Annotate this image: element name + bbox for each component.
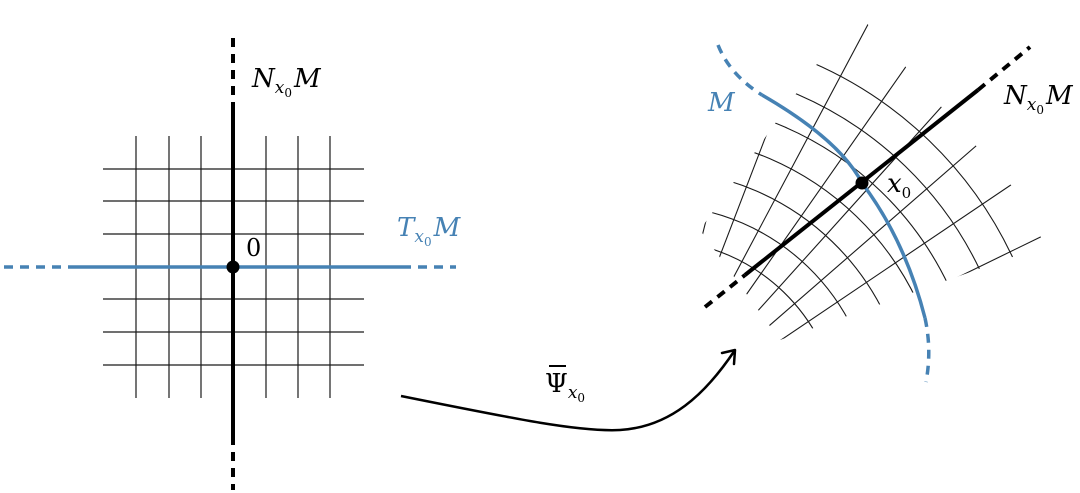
curved-grid-radial — [762, 236, 1042, 340]
right-normal-space-label: Nx0M — [1003, 81, 1074, 117]
curved-grid-radial — [700, 10, 717, 273]
base-point — [855, 176, 869, 190]
curved-grid-radial — [720, 10, 878, 301]
map-label: Ψx0 — [545, 369, 585, 405]
curved-grid-radial — [751, 131, 993, 340]
curved-grid-radial — [733, 44, 922, 314]
map-arrow-curve — [400, 349, 737, 432]
curved-grid-arc — [700, 170, 910, 340]
right-normal-dash-bottom — [703, 273, 747, 309]
manifold-dash-top — [716, 44, 763, 97]
right-normal-dash-top — [976, 45, 1032, 92]
manifold-dash-bottom — [923, 317, 931, 383]
curved-grid-arc — [700, 239, 840, 340]
curved-grid-radial — [764, 294, 1055, 340]
curved-grid-radial — [763, 354, 1058, 406]
curved-grid-radial — [706, 10, 828, 290]
origin-point — [226, 260, 240, 274]
left-normal-space-label: Nx0M — [251, 64, 322, 100]
map-arrow: Ψx0 — [400, 348, 737, 432]
curved-grid-radial — [743, 86, 961, 327]
left-panel: Nx0M Tx0M 0 — [4, 38, 462, 490]
tangent-space-label: Tx0M — [397, 213, 462, 249]
curved-grid-radial — [757, 179, 1020, 340]
curved-grid-radial — [700, 10, 774, 280]
right-panel: M Nx0M x0 — [700, 10, 1074, 406]
base-point-label: x0 — [887, 169, 911, 202]
curved-grid-arc — [700, 274, 805, 340]
origin-label: 0 — [246, 234, 261, 262]
curved-grid-arc — [700, 30, 1049, 340]
curved-grid-arc — [700, 204, 875, 340]
manifold-label: M — [707, 88, 736, 118]
map-arrowhead — [720, 348, 737, 366]
curved-grid-arc — [700, 135, 944, 340]
